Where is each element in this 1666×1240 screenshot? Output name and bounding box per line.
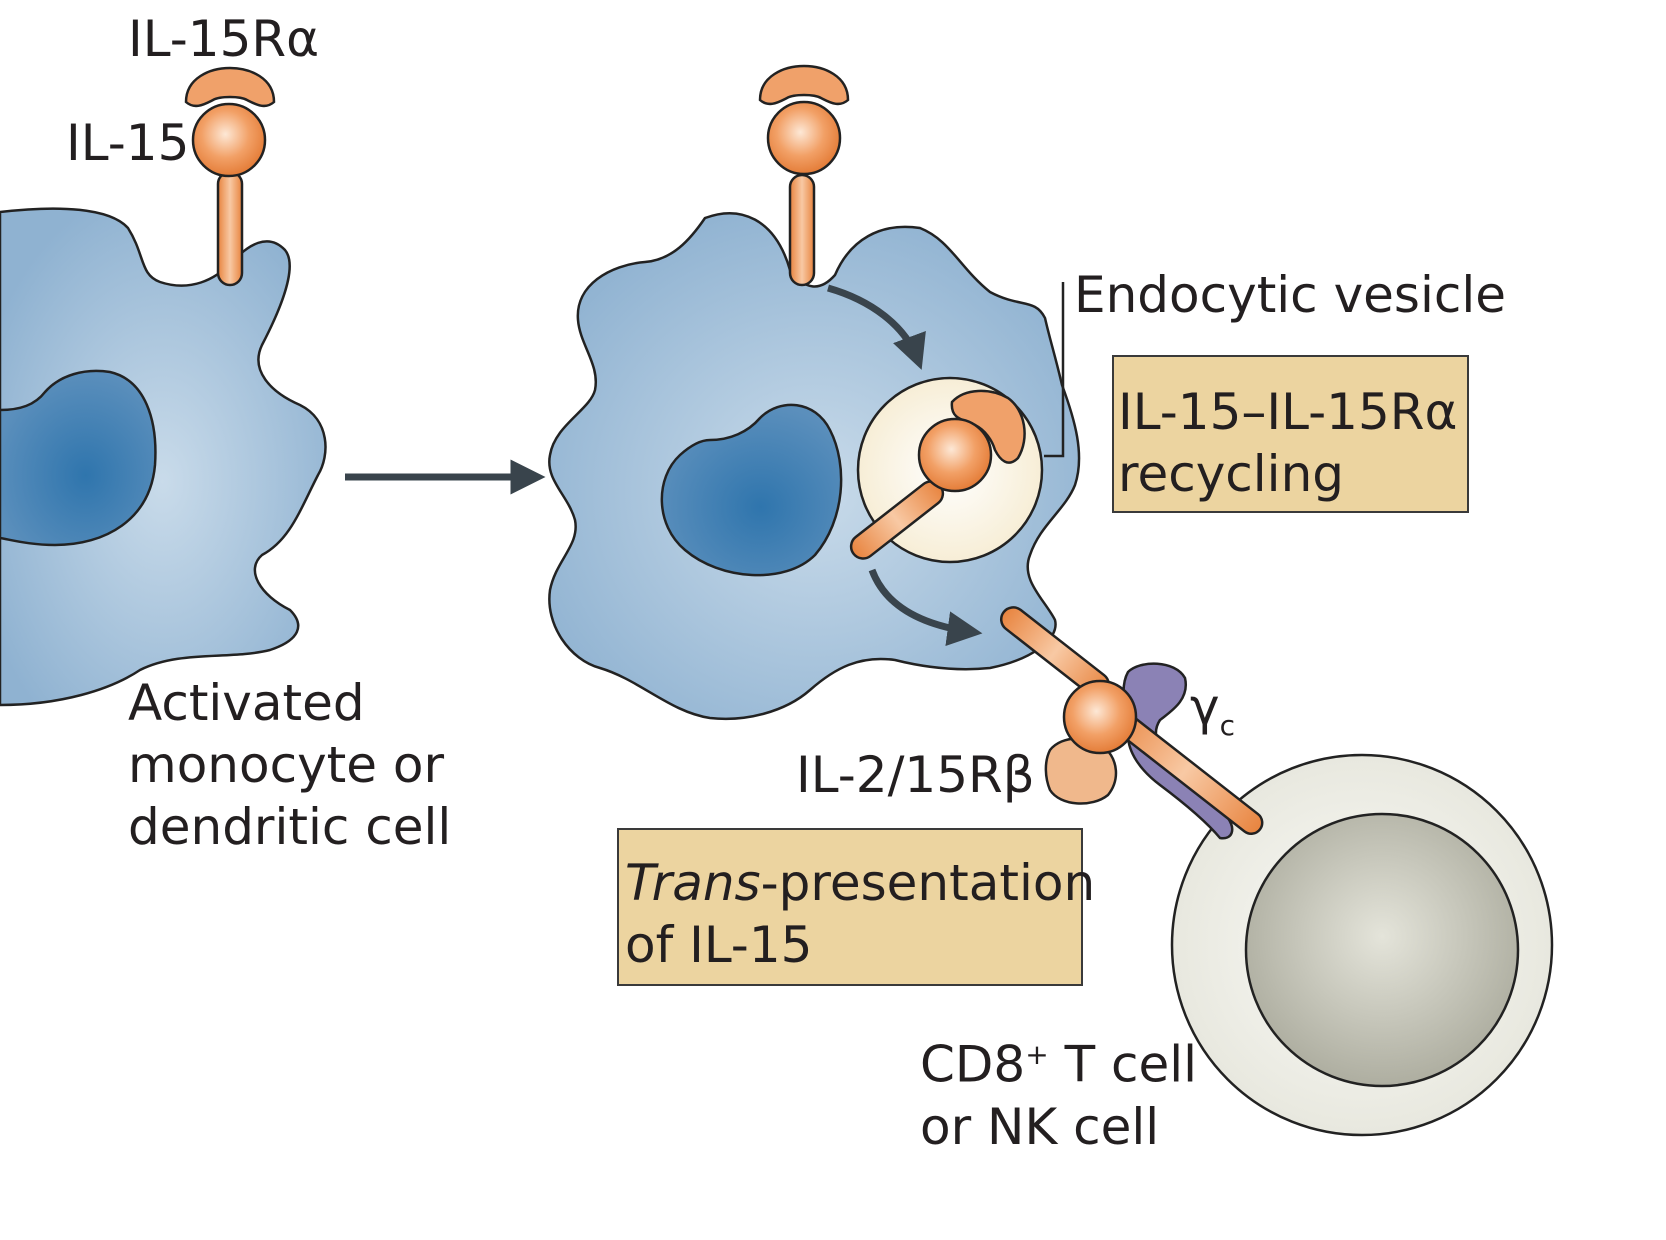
- vesicle-leader-line: [1044, 282, 1065, 458]
- label-monocyte: Activated monocyte or dendritic cell: [128, 672, 451, 858]
- monocyte-line1: Activated: [128, 674, 365, 732]
- endocytosis-arrow: [827, 284, 926, 370]
- cd8-text: CD8: [920, 1035, 1026, 1094]
- label-endocytic-vesicle: Endocytic vesicle: [1074, 266, 1507, 324]
- gamma-c-subscript: c: [1219, 709, 1235, 742]
- middle-il15-complex: [758, 64, 850, 287]
- label-il15ra: IL-15Rα: [128, 10, 320, 68]
- left-il15-complex: [184, 66, 276, 287]
- trans-rest: -presentation: [760, 854, 1096, 912]
- monocyte-line2: monocyte or: [128, 736, 445, 794]
- left-cell-nucleus: [0, 369, 157, 547]
- recycling-label-box: IL-15–IL-15Rα recycling: [1112, 355, 1469, 513]
- left-cell: [0, 207, 327, 707]
- label-t-cell: CD8+ T cell or NK cell: [920, 1024, 1197, 1158]
- recycling-label-line1: IL-15–IL-15Rα: [1118, 383, 1458, 441]
- middle-cell-nucleus: [660, 403, 843, 577]
- label-gamma-c: γc: [1190, 676, 1235, 757]
- trans-presentation-complex: [999, 606, 1264, 840]
- endocytic-vesicle: [849, 376, 1044, 564]
- t-cell: [1170, 753, 1554, 1137]
- t-cell-line1: CD8+ T cell: [920, 1024, 1197, 1096]
- left-il15-ball: [191, 102, 267, 178]
- trans-presentation-label-box: Trans-presentation of IL-15: [617, 828, 1095, 986]
- label-il2-15rb: IL-2/15Rβ: [796, 746, 1035, 804]
- middle-il15ra-cap: [758, 64, 850, 106]
- t-cell-line2: or NK cell: [920, 1097, 1160, 1156]
- t-cell-text: T cell: [1048, 1035, 1198, 1094]
- monocyte-line3: dendritic cell: [128, 798, 452, 856]
- gamma-c-symbol: γ: [1190, 678, 1220, 736]
- trans-presentation-line2: of IL-15: [625, 916, 813, 974]
- left-cell-membrane: [0, 207, 327, 707]
- left-il15ra-cap: [184, 66, 276, 108]
- cd8-plus: +: [1025, 1038, 1049, 1071]
- vesicle-il15-ball: [917, 417, 993, 493]
- t-cell-nucleus: [1244, 812, 1520, 1088]
- label-il15: IL-15: [66, 114, 190, 172]
- trans-presentation-line1: Trans-presentation: [625, 852, 1095, 914]
- middle-cell: [548, 212, 1081, 721]
- middle-il15-ball: [766, 100, 842, 176]
- recycling-label-line2: recycling: [1118, 445, 1345, 503]
- trans-italic: Trans: [625, 854, 761, 912]
- presented-il15-ball: [1062, 679, 1138, 755]
- left-il15ra-stalk: [216, 170, 244, 287]
- middle-il15ra-stalk: [788, 173, 816, 287]
- recycling-arrow: [868, 568, 983, 647]
